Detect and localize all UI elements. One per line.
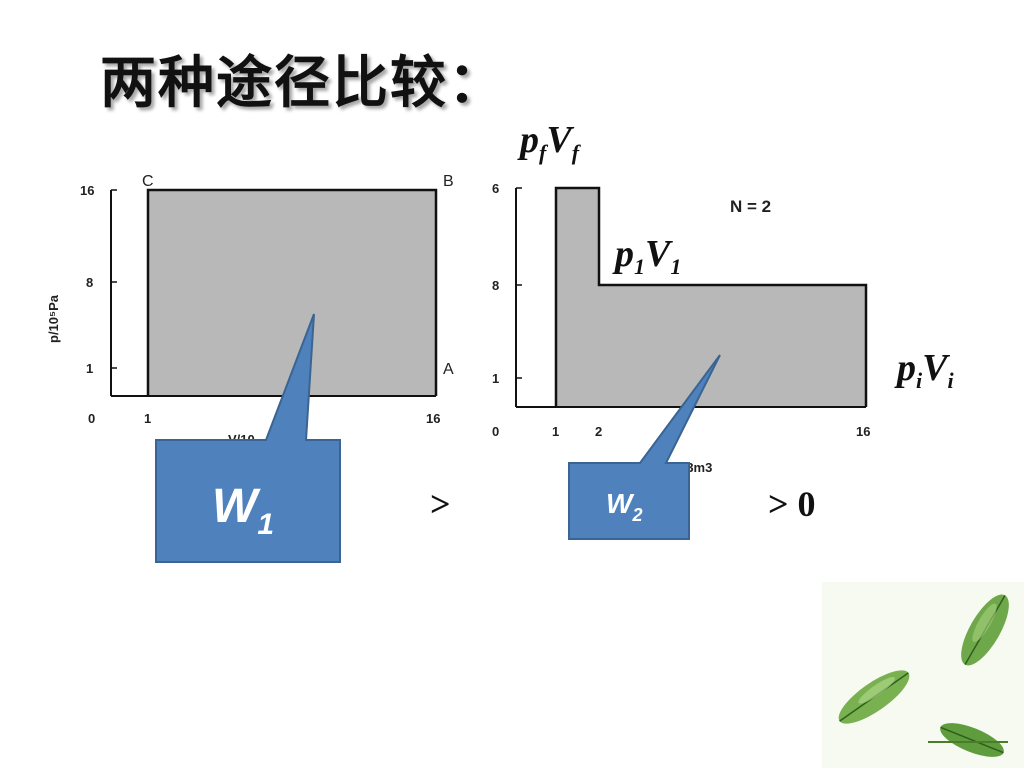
chart2-ytick-label-8: 8 xyxy=(492,278,499,293)
callout-w2: W2 xyxy=(568,354,721,540)
decorative-leaves xyxy=(822,582,1024,768)
chart2-path-line xyxy=(554,186,868,407)
callout-w1-shape xyxy=(155,313,341,563)
callout-w2-shape xyxy=(568,354,721,540)
leaf-icon-bottom xyxy=(940,723,1004,757)
state-final-v: V xyxy=(546,119,574,161)
chart2-xtick-label-1: 1 xyxy=(552,424,559,439)
callout-w1-sub: 1 xyxy=(257,508,274,541)
chart1-path-line xyxy=(146,188,438,396)
state-final-v-sub: f xyxy=(572,140,582,165)
chart1-xtick-label-1: 1 xyxy=(144,411,151,426)
state-final-p: p xyxy=(517,119,539,161)
chart2-xtick-label-0: 0 xyxy=(492,424,499,439)
state-final-p-sub: f xyxy=(539,140,549,165)
chart2-ytick-label-16: 6 xyxy=(492,181,499,196)
chart-1: 16 8 1 0 1 16 p/10⁵Pa V/10 C B A xyxy=(46,173,454,447)
state-final-label: pfVf xyxy=(517,119,582,165)
chart1-xtick-label-16: 16 xyxy=(426,411,440,426)
comparison-gt: > xyxy=(430,484,451,524)
chart2-xtick-label-2: 2 xyxy=(595,424,602,439)
chart2-area xyxy=(556,188,866,407)
comparison-gt-zero: > 0 xyxy=(768,484,816,524)
state-middle-p: p xyxy=(612,233,634,275)
chart2-xtick-label-16: 16 xyxy=(856,424,870,439)
state-middle-label: p1V1 xyxy=(612,233,681,279)
callout-w2-text: W xyxy=(606,488,635,519)
callout-w2-sub: 2 xyxy=(631,505,642,525)
chart1-y-axis-label: p/10⁵Pa xyxy=(46,294,61,343)
state-middle-v: V xyxy=(645,233,673,275)
state-initial-p: p xyxy=(894,347,916,389)
state-initial-v-sub: i xyxy=(947,368,954,393)
chart1-area xyxy=(148,190,436,396)
state-initial-label: piVi xyxy=(894,347,954,393)
state-middle-p-sub: 1 xyxy=(634,254,645,279)
chart1-corner-b: B xyxy=(443,173,454,190)
callout-w1-text: W xyxy=(212,480,261,533)
state-middle-v-sub: 1 xyxy=(670,254,681,279)
callout-w1: W1 xyxy=(155,313,341,563)
chart2-n-annotation: N = 2 xyxy=(730,197,771,216)
chart1-ytick-label-8: 8 xyxy=(86,275,93,290)
state-initial-p-sub: i xyxy=(916,368,923,393)
state-initial-v: V xyxy=(922,347,950,389)
chart1-ytick-label-16: 16 xyxy=(80,183,94,198)
leaf-icon-left xyxy=(838,670,910,724)
chart1-xtick-label-0: 0 xyxy=(88,411,95,426)
leaf-icon-top xyxy=(961,594,1009,666)
callout-w2-label: W2 xyxy=(606,488,642,525)
callout-w1-label: W1 xyxy=(212,480,274,541)
slide-title: 两种途径比较： xyxy=(100,51,506,116)
chart1-ytick-label-1: 1 xyxy=(86,361,93,376)
chart1-corner-c: C xyxy=(142,173,154,190)
chart1-corner-a: A xyxy=(443,361,454,378)
chart2-ytick-label-1: 1 xyxy=(492,371,499,386)
